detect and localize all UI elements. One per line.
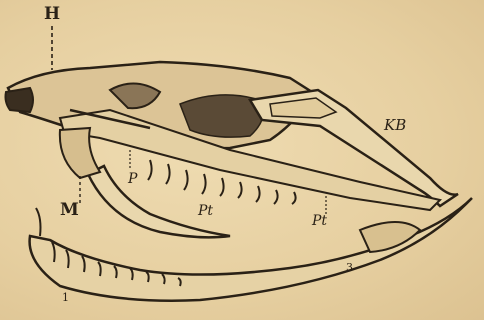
- snout: [6, 88, 34, 112]
- mandible-inner: [360, 222, 420, 252]
- label-P: P: [128, 172, 137, 186]
- label-1: 1: [62, 292, 69, 303]
- label-M: M: [60, 202, 79, 219]
- fang: [88, 166, 230, 237]
- label-Pt-lower: Pt: [312, 214, 327, 228]
- mandible: [30, 198, 472, 301]
- label-KB: KB: [384, 118, 406, 133]
- label-3: 3: [346, 262, 353, 273]
- label-Pt: Pt: [198, 204, 213, 218]
- label-H: H: [44, 6, 60, 23]
